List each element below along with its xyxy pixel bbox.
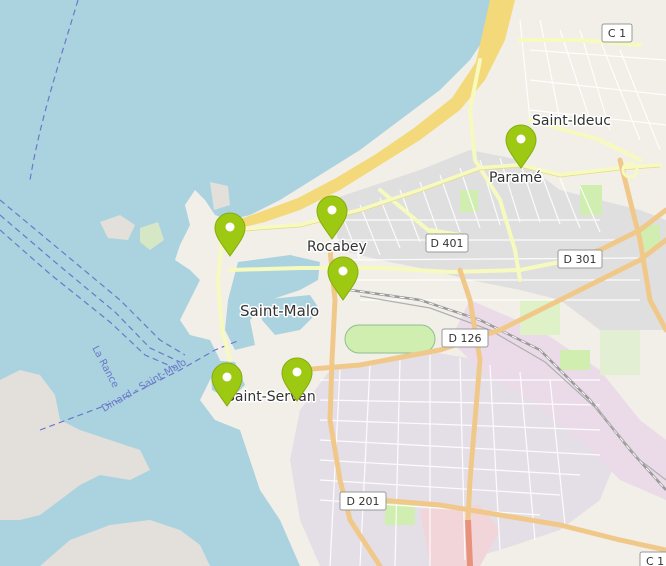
park-1 (580, 185, 602, 215)
ferry-routes (0, 0, 241, 431)
beach (232, 0, 515, 228)
west-coast-land (0, 370, 150, 520)
island-2 (140, 222, 164, 250)
svg-text:D 201: D 201 (347, 495, 380, 508)
road-label-d401: D 401 (425, 233, 469, 253)
street-grid (319, 19, 666, 566)
road-label-c1-top: C 1 (601, 23, 633, 43)
industrial-area-south (420, 505, 500, 566)
road-label-d301: D 301 (557, 249, 603, 269)
harbour-basin (225, 255, 320, 350)
place-label-parame: Paramé (489, 170, 542, 186)
south-west-land (40, 520, 210, 566)
road-label-d126: D 126 (441, 328, 489, 348)
place-label-rocabey: Rocabey (307, 239, 367, 255)
svg-text:C 1: C 1 (608, 27, 626, 40)
park-7 (460, 190, 478, 212)
svg-text:D 401: D 401 (431, 237, 464, 250)
park-4 (560, 350, 590, 370)
industrial-area (450, 300, 666, 500)
harbour-basin-2 (260, 295, 320, 335)
road-label-c1-bottom: C 1 (639, 551, 666, 566)
road-label-d201: D 201 (339, 491, 387, 511)
park-5 (600, 330, 640, 375)
sea-area (0, 0, 500, 566)
svg-text:D 301: D 301 (564, 253, 597, 266)
svg-text:D 126: D 126 (449, 332, 482, 345)
place-label-saint-malo: Saint-Malo (240, 302, 319, 320)
trunk-road-south (465, 519, 473, 566)
park-2 (640, 225, 660, 250)
place-label-saint-ideuc: Saint-Ideuc (532, 113, 611, 129)
railway (349, 288, 666, 491)
island-3 (210, 182, 230, 210)
svg-text:C 1: C 1 (646, 555, 664, 566)
island-1 (100, 215, 135, 240)
sports-field (344, 324, 436, 354)
roundabout (621, 161, 639, 179)
